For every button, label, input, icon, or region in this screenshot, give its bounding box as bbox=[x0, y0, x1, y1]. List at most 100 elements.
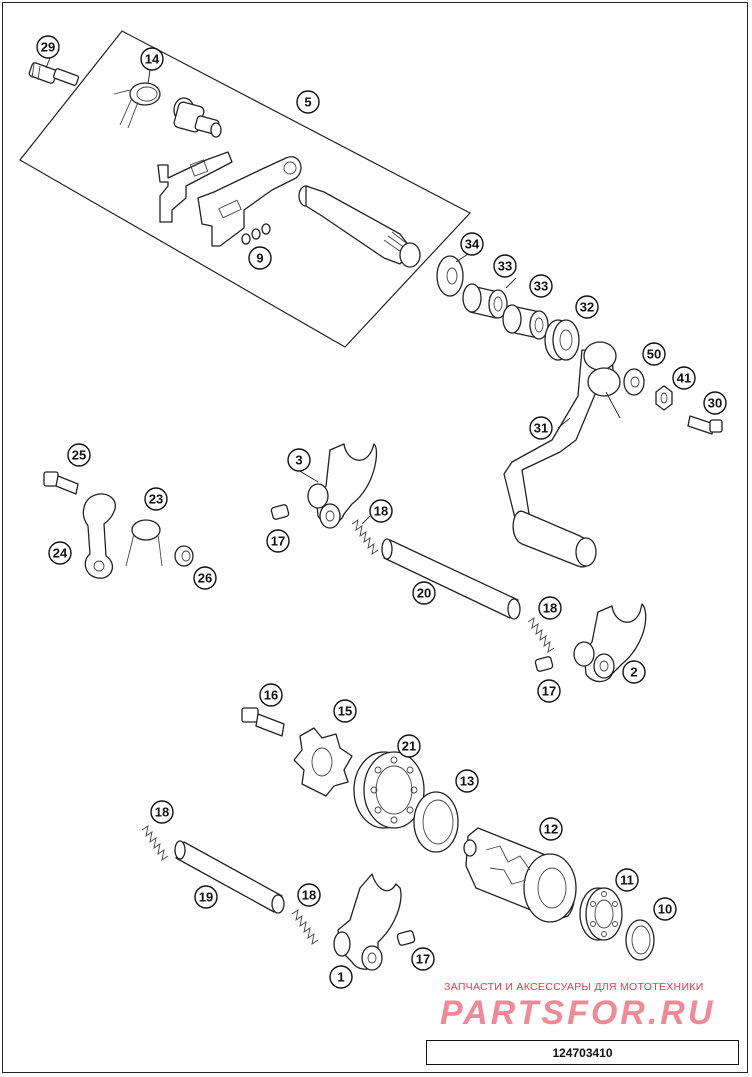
part-17-pin-c[interactable] bbox=[396, 930, 416, 946]
part-13-ring[interactable] bbox=[413, 791, 459, 853]
svg-text:33: 33 bbox=[534, 279, 548, 294]
callout-23: 23 bbox=[144, 487, 168, 511]
svg-text:1: 1 bbox=[337, 970, 344, 985]
callout-2: 2 bbox=[622, 660, 646, 684]
callout-33a: 33 bbox=[493, 254, 517, 278]
svg-text:29: 29 bbox=[41, 40, 55, 55]
svg-text:41: 41 bbox=[677, 371, 691, 386]
svg-text:30: 30 bbox=[708, 396, 722, 411]
assembly-5-box bbox=[19, 30, 471, 348]
part-32-seal[interactable] bbox=[544, 319, 580, 361]
callout-16: 16 bbox=[259, 683, 283, 707]
callout-9: 9 bbox=[248, 246, 272, 270]
svg-text:9: 9 bbox=[256, 251, 263, 266]
svg-text:2: 2 bbox=[630, 665, 637, 680]
part-17-pin-b[interactable] bbox=[534, 656, 554, 672]
svg-text:18: 18 bbox=[302, 888, 316, 903]
part-23-spring[interactable] bbox=[125, 519, 163, 567]
svg-text:17: 17 bbox=[416, 952, 430, 967]
svg-text:32: 32 bbox=[580, 300, 594, 315]
part-9-washers[interactable] bbox=[241, 223, 271, 245]
svg-text:25: 25 bbox=[72, 448, 86, 463]
callout-17c: 17 bbox=[411, 947, 435, 971]
watermark-brand: PARTSFOR.RU bbox=[440, 994, 716, 1032]
callout-1: 1 bbox=[329, 965, 353, 989]
callout-20: 20 bbox=[412, 581, 436, 605]
part-29-bolt[interactable] bbox=[28, 62, 80, 86]
part-31-shift-lever[interactable] bbox=[503, 341, 621, 568]
callout-12: 12 bbox=[539, 817, 563, 841]
part-19-shaft[interactable] bbox=[174, 840, 285, 914]
part-41-nut[interactable] bbox=[655, 385, 673, 411]
part-33-needle-bearing-a[interactable] bbox=[462, 283, 508, 319]
catalog-number: 124703410 bbox=[426, 1040, 739, 1065]
part-24-locking-lever[interactable] bbox=[82, 493, 116, 579]
callout-18d: 18 bbox=[297, 883, 321, 907]
part-17-pin-a[interactable] bbox=[270, 504, 290, 520]
callout-33b: 33 bbox=[529, 274, 553, 298]
callout-32: 32 bbox=[575, 295, 599, 319]
part-16-bolt[interactable] bbox=[241, 707, 285, 737]
callout-30: 30 bbox=[703, 391, 727, 415]
svg-text:13: 13 bbox=[460, 774, 474, 789]
part-33-needle-bearing-b[interactable] bbox=[502, 304, 549, 340]
part-21-bearing[interactable] bbox=[353, 751, 425, 829]
callout-25: 25 bbox=[67, 443, 91, 467]
part-3-shift-fork[interactable] bbox=[307, 443, 378, 529]
part-1-shift-fork[interactable] bbox=[333, 873, 402, 971]
part-18-spring-b[interactable] bbox=[527, 617, 555, 653]
callout-5: 5 bbox=[296, 90, 320, 114]
leader-lines bbox=[45, 57, 621, 525]
part-18-spring-d[interactable] bbox=[291, 909, 319, 945]
svg-text:5: 5 bbox=[304, 95, 311, 110]
svg-text:24: 24 bbox=[53, 546, 68, 561]
part-10-ring[interactable] bbox=[625, 919, 655, 961]
part-18-spring-c[interactable] bbox=[141, 825, 169, 861]
svg-text:18: 18 bbox=[155, 805, 169, 820]
svg-text:31: 31 bbox=[534, 421, 548, 436]
callout-24: 24 bbox=[48, 541, 72, 565]
callout-13: 13 bbox=[455, 769, 479, 793]
callout-19: 19 bbox=[194, 885, 218, 909]
part-18-spring-a[interactable] bbox=[351, 519, 379, 555]
svg-text:33: 33 bbox=[498, 259, 512, 274]
callout-18b: 18 bbox=[538, 596, 562, 620]
callout-15: 15 bbox=[333, 699, 357, 723]
assembly-roller bbox=[173, 97, 222, 138]
assembly-shift-lever-plate bbox=[197, 156, 302, 247]
part-30-bolt[interactable] bbox=[687, 415, 723, 435]
svg-text:12: 12 bbox=[544, 822, 558, 837]
callout-11: 11 bbox=[615, 868, 639, 892]
svg-text:10: 10 bbox=[658, 902, 672, 917]
svg-text:18: 18 bbox=[374, 504, 388, 519]
part-14-spring[interactable] bbox=[113, 82, 161, 129]
part-25-bolt[interactable] bbox=[43, 471, 79, 495]
part-11-bearing[interactable] bbox=[579, 887, 623, 941]
callout-21: 21 bbox=[397, 734, 421, 758]
part-2-shift-fork[interactable] bbox=[573, 603, 647, 683]
svg-text:34: 34 bbox=[465, 237, 480, 252]
svg-text:17: 17 bbox=[271, 534, 285, 549]
svg-text:50: 50 bbox=[647, 347, 661, 362]
part-12-shift-drum[interactable] bbox=[463, 827, 577, 923]
part-20-shaft[interactable] bbox=[381, 538, 521, 620]
assembly-ratchet-plate bbox=[157, 151, 233, 223]
svg-text:21: 21 bbox=[402, 739, 416, 754]
svg-text:20: 20 bbox=[417, 586, 431, 601]
callout-34: 34 bbox=[460, 232, 484, 256]
callout-10: 10 bbox=[653, 897, 677, 921]
svg-text:26: 26 bbox=[198, 571, 212, 586]
svg-text:17: 17 bbox=[542, 684, 556, 699]
callout-31: 31 bbox=[529, 416, 553, 440]
part-15-shift-star[interactable] bbox=[293, 727, 353, 797]
callout-50: 50 bbox=[642, 342, 666, 366]
svg-text:18: 18 bbox=[543, 601, 557, 616]
part-26-bushing[interactable] bbox=[174, 545, 194, 567]
part-50-washer[interactable] bbox=[623, 368, 645, 396]
part-34-washer[interactable] bbox=[436, 255, 464, 297]
callout-18a: 18 bbox=[369, 499, 393, 523]
watermark-subtitle: ЗАПЧАСТИ И АКСЕССУАРЫ ДЛЯ МОТОТЕХНИКИ bbox=[444, 981, 704, 993]
callout-14: 14 bbox=[140, 47, 164, 71]
